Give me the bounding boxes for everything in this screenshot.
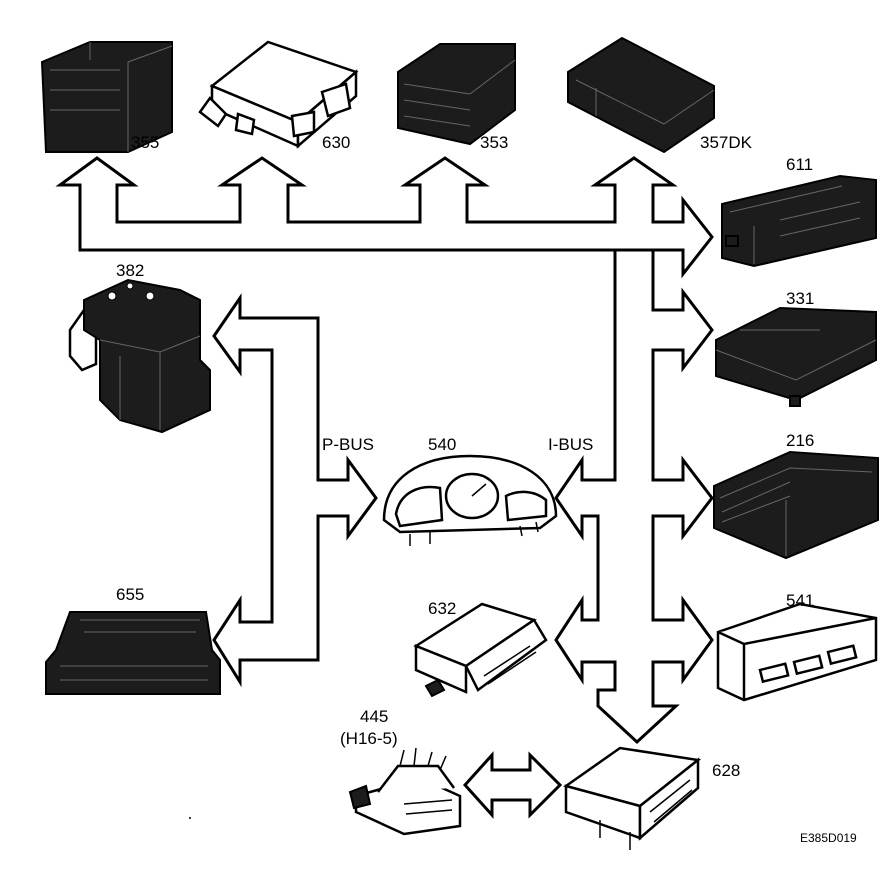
- label-632: 632: [428, 599, 456, 618]
- label-445: 445: [360, 707, 388, 726]
- label-216: 216: [786, 431, 814, 450]
- module-655-graphic: [45, 611, 221, 695]
- label-357dk: 357DK: [700, 133, 753, 152]
- label-445-sub: (H16-5): [340, 729, 398, 748]
- label-353: 353: [480, 133, 508, 152]
- diag-link-arrow: [462, 751, 563, 819]
- label-628: 628: [712, 761, 740, 780]
- top-bus-arrow: [55, 156, 714, 279]
- label-540: 540: [428, 435, 456, 454]
- label-655: 655: [116, 585, 144, 604]
- speck: [189, 817, 191, 819]
- module-445-graphic: [348, 747, 462, 836]
- module-541-graphic: [716, 602, 878, 702]
- label-541: 541: [786, 591, 814, 610]
- module-632-graphic: [413, 602, 548, 698]
- module-628-graphic: [563, 746, 702, 850]
- module-355-graphic: [40, 41, 173, 153]
- p-bus-label: P-BUS: [322, 435, 374, 454]
- label-611: 611: [786, 155, 813, 174]
- right-trunk-arrow: [554, 248, 714, 745]
- label-382: 382: [116, 261, 144, 280]
- module-216-graphic: [713, 450, 879, 560]
- module-382-graphic: [68, 278, 211, 434]
- p-bus-arrow: [212, 293, 378, 688]
- label-630: 630: [322, 133, 350, 152]
- module-357dk-graphic: [567, 36, 715, 154]
- i-bus-label: I-BUS: [548, 435, 593, 454]
- module-331-graphic: [715, 306, 877, 407]
- module-353-graphic: [397, 43, 516, 146]
- figure-code: E385D019: [800, 831, 857, 845]
- module-540-graphic: [382, 454, 558, 546]
- module-611-graphic: [721, 174, 877, 268]
- module-630-graphic: [198, 40, 359, 149]
- label-355: 355: [131, 133, 159, 152]
- label-331: 331: [786, 289, 814, 308]
